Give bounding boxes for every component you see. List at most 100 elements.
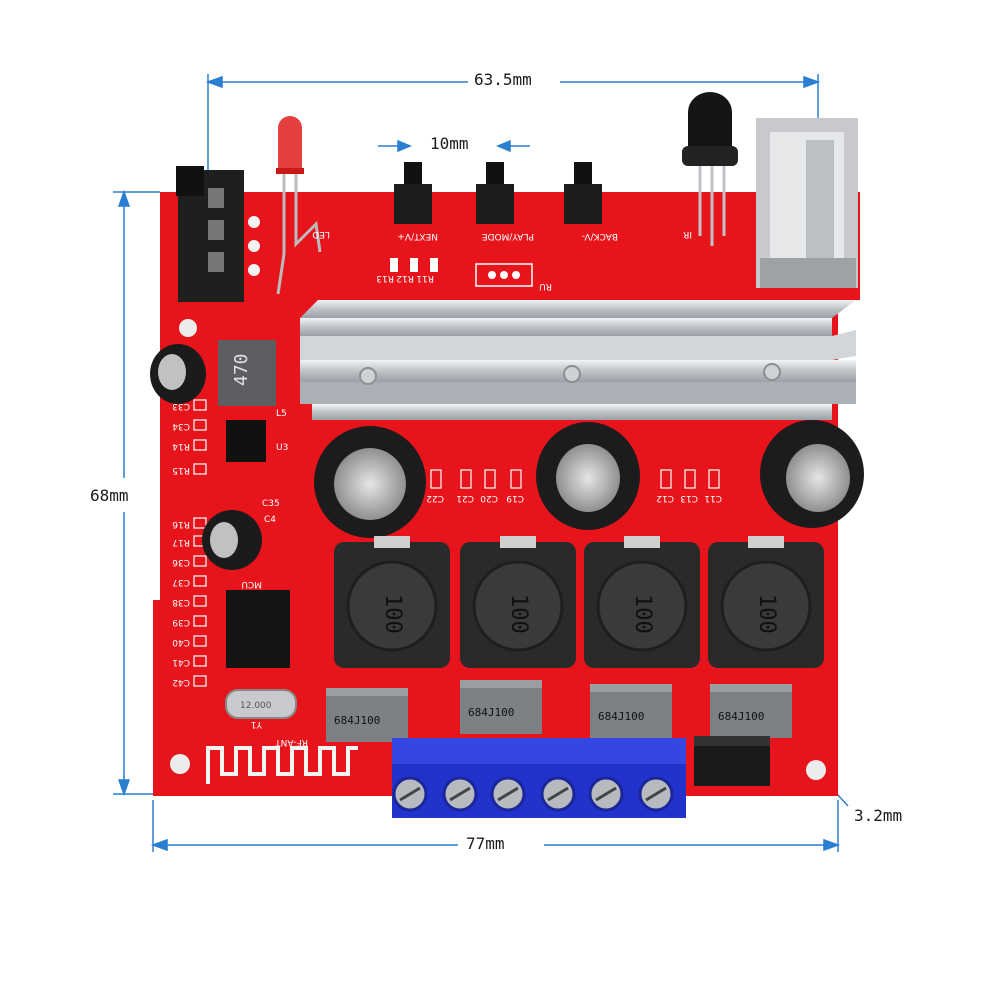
- left-label-c42: C42: [172, 677, 190, 687]
- electrolytic-capacitor-3: [760, 420, 864, 528]
- left-label-r14: R14: [172, 441, 190, 451]
- terminal-screw-3: [490, 776, 526, 812]
- left-pad-c33: [193, 399, 207, 411]
- cap-pad-c19: [510, 469, 522, 489]
- r12-label: R12: [396, 273, 414, 283]
- mounting-hole-bl: [170, 754, 190, 774]
- cap-label-c11: C11: [704, 493, 722, 503]
- cap-label-c22: C22: [426, 493, 444, 503]
- play-label: PLAY/MODE: [482, 231, 534, 241]
- left-label-c36: C36: [172, 557, 190, 567]
- power-inductor-marking: 100: [380, 594, 405, 634]
- rf-antenna-trace: [206, 746, 358, 784]
- button-next: [394, 162, 432, 224]
- cap-label-c13: C13: [680, 493, 698, 503]
- cap-pad-c22: [430, 469, 442, 489]
- capacitor-silkscreen-labels: C22 C21 C20 C19 C12 C13 C11: [426, 469, 722, 503]
- left-label-r17: R17: [172, 537, 190, 547]
- inductor-470-marking: 470: [231, 353, 252, 386]
- back-label: BACK/V-: [582, 231, 618, 241]
- mounting-hole-tl: [179, 319, 197, 337]
- terminal-screw-6: [638, 776, 674, 812]
- cap-pad-c13: [684, 469, 696, 489]
- terminal-block: [392, 738, 686, 818]
- left-label-c39: C39: [172, 617, 190, 627]
- film-capacitor-marking: 684J100: [598, 710, 644, 723]
- cap-pad-c21: [460, 469, 472, 489]
- terminal-screw-5: [588, 776, 624, 812]
- button-play: [476, 162, 514, 224]
- inductor-470: [218, 340, 276, 406]
- left-label-c41: C41: [172, 657, 190, 667]
- button-back: [564, 162, 602, 224]
- ir-receiver: [682, 92, 738, 246]
- r13-label: R13: [376, 273, 394, 283]
- top-width-label: 63.5mm: [470, 70, 536, 89]
- button-spacing-label: 10mm: [426, 134, 473, 153]
- left-pad-c34: [193, 419, 207, 431]
- film-capacitor-3: 684J100: [590, 684, 672, 738]
- mcu-label: MCU: [241, 579, 262, 589]
- u3-chip: [226, 420, 266, 462]
- left-pad-c38: [193, 595, 207, 607]
- power-inductor-marking: 100: [630, 594, 655, 634]
- left-label-c37: C37: [172, 577, 190, 587]
- cap-pad-c20: [484, 469, 496, 489]
- cap-label-c19: C19: [506, 493, 524, 503]
- cap-pad-c11: [708, 469, 720, 489]
- film-capacitor-1: 684J100: [326, 688, 408, 742]
- ir-label: IR: [683, 229, 692, 239]
- left-pad-c36: [193, 555, 207, 567]
- film-capacitor-marking: 684J100: [468, 706, 514, 719]
- height-label: 68mm: [86, 486, 133, 505]
- mcu-chip: [226, 590, 290, 668]
- small-capacitor-left: [150, 344, 206, 404]
- heatsink: [300, 300, 856, 420]
- power-inductor-3: 100: [584, 536, 700, 668]
- led-label: LED: [312, 229, 330, 239]
- small-capacitor-mid: [202, 510, 262, 570]
- crystal-marking: 12.000: [240, 701, 272, 711]
- mounting-hole-br: [806, 760, 826, 780]
- electrolytic-capacitor-2: [536, 422, 640, 530]
- left-pad-r16: [193, 517, 207, 529]
- terminal-screw-1: [392, 776, 428, 812]
- left-pad-c37: [193, 575, 207, 587]
- film-capacitor-2: 684J100: [460, 680, 542, 734]
- power-inductor-1: 100: [334, 536, 450, 668]
- left-label-c33: C33: [172, 401, 190, 411]
- film-capacitor-4: 684J100: [710, 684, 792, 738]
- left-label-c34: C34: [172, 421, 190, 431]
- power-inductor-marking: 100: [506, 594, 531, 634]
- left-label-c38: C38: [172, 597, 190, 607]
- left-pad-r14: [193, 439, 207, 451]
- cap-label-c20: C20: [480, 493, 498, 503]
- u3-label: U3: [276, 443, 288, 453]
- audio-jack: [176, 166, 260, 302]
- r11-label: R11: [416, 273, 434, 283]
- power-inductor-marking: 100: [754, 594, 779, 634]
- l5-label: L5: [276, 409, 287, 419]
- left-pad-r15: [193, 463, 207, 475]
- top-resistors: [390, 258, 533, 287]
- terminal-screws: [392, 776, 674, 812]
- next-label: NEXT/V+: [397, 231, 438, 241]
- c35-label: C35: [262, 499, 280, 509]
- power-inductor-2: 100: [460, 536, 576, 668]
- terminal-screw-2: [442, 776, 478, 812]
- film-capacitor-marking: 684J100: [334, 714, 380, 727]
- film-capacitors: 684J100 684J100 684J100 684J100: [326, 680, 792, 742]
- cap-label-c12: C12: [656, 493, 674, 503]
- power-inductors: 100 100 100 100: [334, 536, 824, 668]
- c4-label: C4: [264, 515, 276, 525]
- bottom-width-label: 77mm: [462, 834, 509, 853]
- usb-port: [756, 118, 858, 288]
- cap-label-c21: C21: [456, 493, 474, 503]
- left-label-r15: R15: [172, 465, 190, 475]
- y1-label: Y1: [251, 719, 263, 729]
- film-capacitor-marking: 684J100: [718, 710, 764, 723]
- rf-ant-label: RF-ANT: [275, 737, 308, 747]
- crystal: [225, 689, 297, 719]
